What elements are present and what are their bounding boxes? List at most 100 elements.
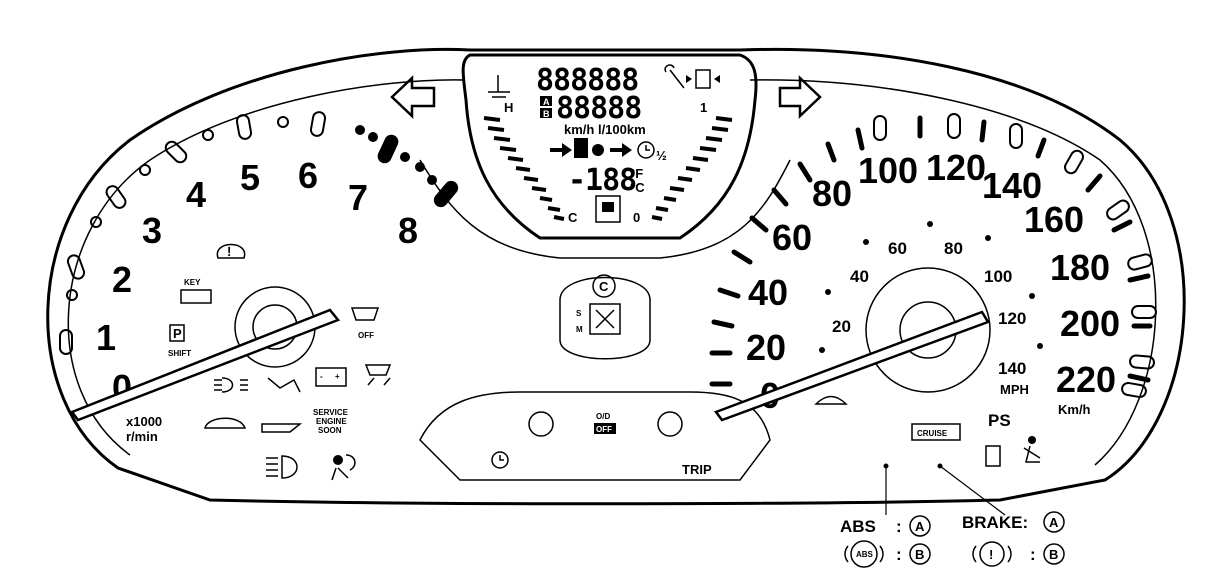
abs-warning-icon: ABS [844, 540, 884, 568]
trip-b-label: B [543, 109, 550, 119]
tachometer-needle [70, 308, 341, 422]
abs-legend-a-circle [909, 515, 931, 537]
kmh-number: 180 [1050, 247, 1110, 288]
power-steering-label: PS [988, 411, 1011, 430]
sport-mode-m-label: M [576, 325, 583, 334]
abs-legend-a: A [915, 519, 925, 534]
key-label: KEY [184, 278, 201, 287]
mph-number: 40 [850, 267, 869, 286]
right-turn-arrow-icon [778, 75, 822, 119]
mph-number: 140 [998, 359, 1026, 378]
service-engine-soon-line3: SOON [318, 426, 342, 435]
kmh-number: 100 [858, 150, 918, 191]
svg-text:!: ! [989, 547, 993, 562]
mph-number: 60 [888, 239, 907, 258]
shift-label: SHIFT [168, 349, 191, 358]
brake-legend-a-circle [1043, 511, 1065, 533]
svg-text:!: ! [227, 244, 231, 259]
sport-mode-c-ring [592, 274, 616, 298]
mph-minor-ticks [819, 221, 1043, 353]
fuel-full-mark: 1 [700, 100, 707, 115]
speedometer-mph-scale: 20 40 60 80 100 120 140 [832, 239, 1026, 378]
tachometer-rim-markers [59, 111, 459, 355]
trip-b-box [540, 108, 552, 118]
brake-legend-label: BRAKE: [962, 513, 1028, 532]
abs-legend-b: B [915, 547, 924, 562]
svg-text:OFF: OFF [358, 331, 374, 340]
traction-control-off-icon: OFF [350, 307, 380, 340]
odo-reset-knob-left[interactable] [528, 411, 554, 437]
fuel-pump-icon [595, 195, 621, 223]
seatbelt-warning-icon [1023, 436, 1041, 463]
gear-indicator-icon [589, 303, 621, 335]
tach-unit-rpm: r/min [126, 429, 158, 444]
svg-text:-: - [320, 372, 323, 381]
brake-legend-b-circle [1043, 543, 1065, 565]
tach-number: 7 [348, 177, 368, 218]
od-off-line1: O/D [596, 412, 610, 421]
brake-legend-a: A [1049, 515, 1059, 530]
mph-unit: MPH [1000, 382, 1029, 397]
kmh-number: 120 [926, 147, 986, 188]
tach-number: 2 [112, 259, 132, 300]
od-off-box [594, 423, 616, 434]
sport-mode-c-label: C [599, 279, 609, 294]
temperature-readout: -188 [568, 163, 636, 198]
abs-legend-colon: : [896, 517, 902, 536]
speedometer-needle [713, 310, 990, 422]
speedometer-rim-pills [873, 113, 1157, 399]
airbag-warning-icon [331, 454, 356, 481]
tach-number: 8 [398, 210, 418, 251]
car-door-warning-icon [204, 417, 247, 429]
fuel-bar-gauge [651, 116, 733, 221]
trip-a-label: A [543, 97, 550, 107]
display-units: km/h l/100km [564, 122, 646, 137]
svg-text:+: + [335, 372, 340, 381]
abs-legend-label: ABS [840, 517, 876, 536]
od-off-line2: OFF [596, 425, 612, 434]
center-display-bezel [419, 159, 791, 259]
fuel-door-icon [686, 69, 720, 89]
tach-number: 5 [240, 157, 260, 198]
tach-number: 4 [186, 174, 206, 215]
kmh-unit: Km/h [1058, 402, 1091, 417]
tach-unit-multiplier: x1000 [126, 414, 162, 429]
service-engine-soon-line1: SERVICE [313, 408, 349, 417]
fog-light-icon [214, 377, 248, 393]
abs-legend-b-circle [909, 543, 931, 565]
mph-number: 120 [998, 309, 1026, 328]
kmh-number: 200 [1060, 303, 1120, 344]
left-turn-arrow-icon [390, 75, 436, 119]
fuel-economy-icons [550, 138, 655, 159]
cruise-indicator-box [911, 423, 961, 441]
speedometer-kmh-scale: 0 20 40 60 80 100 120 140 160 180 200 22… [746, 147, 1120, 416]
tpms-warning-icon: ! [216, 243, 246, 259]
mph-number: 80 [944, 239, 963, 258]
oil-pressure-icon [261, 423, 303, 433]
mph-number: 20 [832, 317, 851, 336]
speedometer-hub [865, 267, 991, 393]
kmh-number: 220 [1056, 359, 1116, 400]
kmh-number: 60 [772, 217, 812, 258]
fuel-empty-mark: 0 [633, 210, 640, 225]
kmh-number: 140 [982, 165, 1042, 206]
cruise-label: CRUISE [917, 429, 948, 438]
battery-warning-icon: - + [315, 367, 347, 387]
brake-warning-icon: ! [972, 541, 1012, 567]
temp-cold-mark: C [568, 210, 578, 225]
kmh-number: 40 [748, 272, 788, 313]
odometer-display: 888888 [536, 63, 638, 98]
brake-legend-b: B [1049, 547, 1058, 562]
mph-number: 100 [984, 267, 1012, 286]
mode-module-outline [559, 276, 651, 360]
odo-reset-knob-right[interactable] [657, 411, 683, 437]
headlight-high-beam-icon [266, 455, 298, 479]
trip-label: TRIP [682, 462, 712, 477]
park-shift-icon [169, 324, 185, 342]
cluster-outer-outline [46, 47, 1186, 506]
temp-bar-gauge [483, 116, 565, 221]
temp-unit-c: °C [630, 180, 645, 195]
tachometer-scale: 0 1 2 3 4 5 6 7 8 [96, 155, 418, 408]
kmh-number: 20 [746, 327, 786, 368]
trip-display: 88888 [556, 91, 641, 126]
